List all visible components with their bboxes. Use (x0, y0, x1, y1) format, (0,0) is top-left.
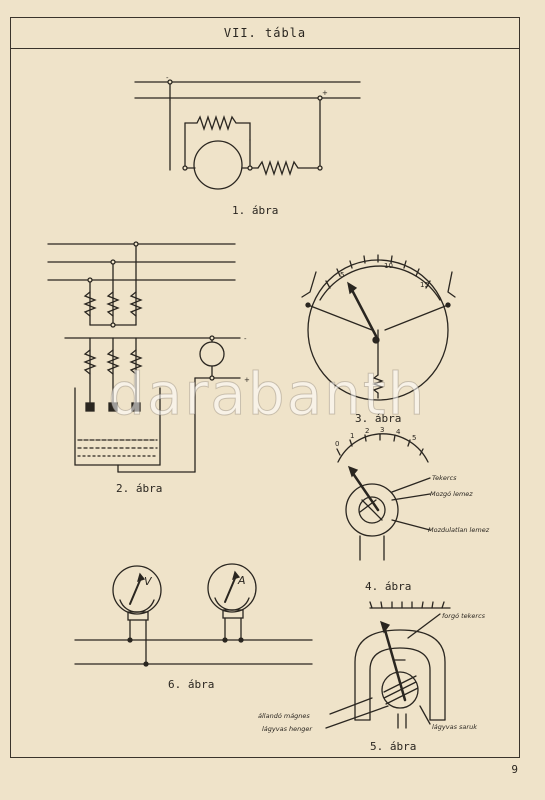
fig4-label-coil: Tekercs (432, 474, 457, 482)
fig3-tick-15: 15 (420, 281, 429, 289)
fig4-tick-4: 4 (396, 428, 401, 436)
figure-5: forgó tekercs állandó mágnes lágyvas hen… (258, 601, 486, 753)
fig2-plus: + (244, 376, 250, 384)
fig2-caption: 2. ábra (116, 482, 162, 495)
figure-2: - + 2. ábra (47, 241, 250, 495)
plate-frame: VII. tábla (10, 17, 520, 758)
fig5-label-rotating-coil: forgó tekercs (442, 612, 486, 620)
fig6-caption: 6. ábra (168, 678, 214, 691)
fig6-ammeter-label: A (237, 574, 246, 587)
fig4-tick-2: 2 (365, 427, 369, 435)
fig3-tick-10: 10 (384, 262, 393, 270)
fig4-tick-3: 3 (380, 426, 384, 434)
fig3-tick-5: 5 (340, 271, 344, 279)
fig5-label-soft-iron-cylinder: lágyvas henger (262, 725, 313, 733)
fig4-tick-5: 5 (412, 434, 416, 442)
figure-6: V A 6. ábra (74, 563, 313, 691)
figure-3: 5 10 15 3. ábra (301, 254, 456, 425)
plate-title: VII. tábla (11, 18, 519, 49)
fig4-tick-0: 0 (335, 440, 339, 448)
watermark: darabanth (107, 360, 427, 429)
fig4-label-fixed-plate: Mozdulatlan lemez (428, 526, 490, 534)
fig4-caption: 4. ábra (365, 580, 411, 593)
fig5-label-soft-iron-shoes: lágyvas saruk (432, 723, 477, 731)
fig3-caption: 3. ábra (355, 412, 401, 425)
fig6-voltmeter-label: V (144, 575, 153, 588)
fig1-minus: - (166, 74, 169, 82)
figure-4: 0 1 2 3 4 5 Tekercs Mozgó lemez Mozdulat… (335, 426, 490, 593)
fig1-plus: + (322, 89, 328, 97)
page-number: 9 (511, 763, 518, 776)
fig4-tick-1: 1 (350, 432, 354, 440)
fig2-minus: - (244, 335, 247, 343)
fig1-caption: 1. ábra (232, 204, 278, 217)
fig4-label-moving-plate: Mozgó lemez (430, 490, 473, 498)
fig5-caption: 5. ábra (370, 740, 416, 753)
figure-1: - + 1. ábra (134, 74, 361, 217)
fig5-label-permanent-magnet: állandó mágnes (258, 712, 310, 720)
